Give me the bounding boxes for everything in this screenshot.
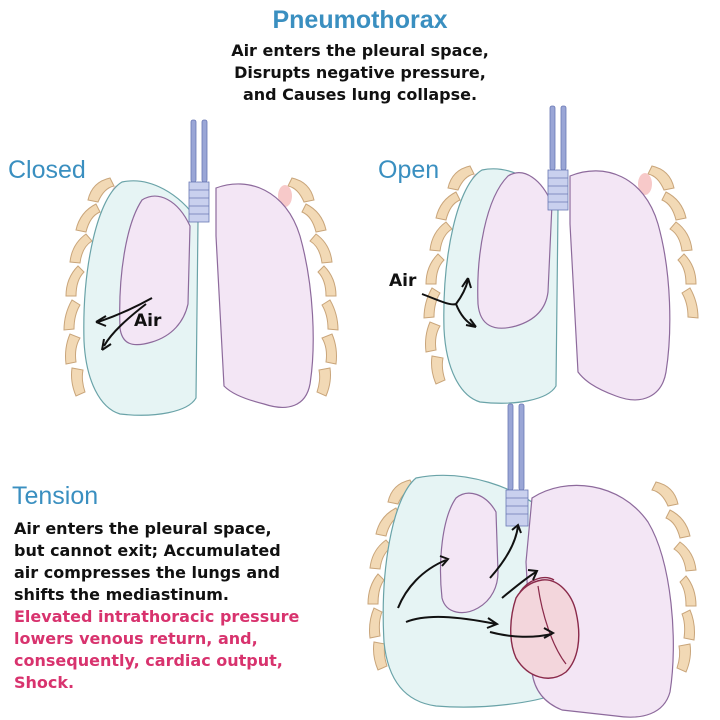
- left-lung-compressed: [439, 492, 499, 614]
- open-pneumothorax-diagram: [421, 105, 699, 404]
- air-arrows: [397, 523, 556, 639]
- left-lung-collapsed: [477, 172, 553, 329]
- subtitle-line-2: Disrupts negative pressure,: [234, 63, 486, 82]
- right-lung: [215, 183, 314, 408]
- open-air-label: Air: [389, 271, 417, 291]
- tension-label: Tension: [12, 482, 99, 510]
- closed-pneumothorax-diagram: [63, 119, 339, 416]
- tension-description: Air enters the pleural space, but cannot…: [14, 518, 364, 694]
- trachea: [188, 119, 210, 223]
- air-arrows: [95, 297, 153, 351]
- right-ribs: [647, 165, 699, 319]
- consequence-line-2: lowers venous return, and,: [14, 629, 258, 648]
- left-ribs: [423, 165, 475, 385]
- right-ribs: [287, 177, 339, 397]
- tension-line-4: shifts the mediastinum.: [14, 585, 230, 604]
- consequence-line-3: consequently, cardiac output,: [14, 651, 283, 670]
- tension-line-1: Air enters the pleural space,: [14, 519, 272, 538]
- left-ribs: [63, 177, 115, 397]
- open-label: Open: [378, 156, 440, 184]
- heart-septum: [537, 585, 567, 665]
- subtitle-line-3: and Causes lung collapse.: [242, 85, 478, 104]
- closed-label: Closed: [8, 156, 86, 184]
- consequence-line-1: Elevated intrathoracic pressure: [14, 607, 300, 626]
- left-lung-collapsed: [119, 195, 191, 346]
- tension-pneumothorax-diagram: [367, 403, 697, 718]
- page-title: Pneumothorax: [272, 6, 448, 34]
- trachea-shifted: [505, 403, 529, 527]
- trachea: [547, 105, 569, 211]
- tension-line-2: but cannot exit; Accumulated: [14, 541, 281, 560]
- right-ribs: [651, 481, 697, 673]
- right-lung: [569, 170, 671, 401]
- air-arrows: [421, 277, 477, 328]
- heart-vessel: [519, 576, 555, 593]
- consequence-line-4: Shock.: [14, 673, 75, 692]
- subtitle-line-1: Air enters the pleural space,: [231, 41, 489, 60]
- left-ribs: [367, 479, 415, 671]
- tension-line-3: air compresses the lungs and: [14, 563, 280, 582]
- closed-air-label: Air: [134, 311, 162, 331]
- subtitle: Air enters the pleural space, Disrupts n…: [160, 40, 560, 106]
